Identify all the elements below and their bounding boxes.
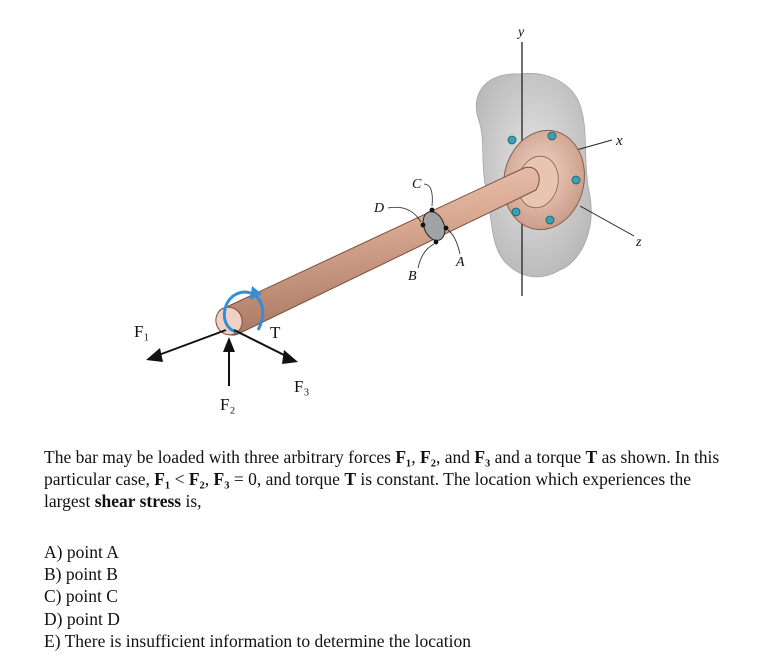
leader-d bbox=[387, 206, 422, 223]
choice-e[interactable]: E) There is insufficient information to … bbox=[44, 630, 472, 651]
leader-a bbox=[447, 229, 461, 255]
axis-label-x: x bbox=[615, 133, 623, 149]
point-marker-c bbox=[429, 207, 435, 213]
shaft-diagram: y x z C D B A T F₁ F₂ F₃ bbox=[134, 25, 642, 414]
point-label-c: C bbox=[412, 177, 422, 192]
force-f1-shaft bbox=[155, 329, 227, 357]
shear-stress-term: shear stress bbox=[94, 491, 182, 511]
force-f1-arrowhead bbox=[146, 348, 163, 362]
shaft-bar bbox=[216, 166, 540, 336]
bolt-icon bbox=[511, 207, 521, 217]
leader-c bbox=[423, 183, 433, 207]
bolt-icon bbox=[571, 175, 581, 185]
bolt-icon bbox=[545, 215, 555, 225]
answer-choices: A) point A B) point B C) point C D) poin… bbox=[44, 541, 471, 652]
torque-arrow bbox=[222, 290, 265, 334]
choice-a[interactable]: A) point A bbox=[44, 542, 119, 562]
torque-label: T bbox=[270, 323, 281, 342]
point-marker-d bbox=[420, 222, 426, 228]
force-label-f2: F₂ bbox=[220, 395, 235, 414]
force-label-f3: F₃ bbox=[294, 377, 309, 396]
point-marker-a bbox=[443, 225, 449, 231]
force-f2-arrowhead bbox=[223, 337, 235, 352]
section-element bbox=[422, 211, 446, 241]
force-f3-shaft bbox=[233, 329, 291, 359]
torque-arrowhead bbox=[250, 286, 262, 300]
axis-label-z: z bbox=[635, 235, 642, 250]
question-text: The bar may be loaded with three arbitra… bbox=[44, 447, 720, 511]
choice-d[interactable]: D) point D bbox=[44, 608, 120, 629]
force-label-f1: F₁ bbox=[134, 322, 149, 341]
point-label-a: A bbox=[455, 255, 465, 270]
point-label-b: B bbox=[408, 269, 417, 284]
point-label-d: D bbox=[373, 201, 384, 216]
z-axis bbox=[579, 205, 635, 237]
force-f3-arrowhead bbox=[282, 350, 298, 364]
choice-c[interactable]: C) point C bbox=[44, 586, 118, 607]
bolt-icon bbox=[507, 135, 517, 145]
bolt-icon bbox=[547, 131, 557, 141]
point-marker-b bbox=[433, 239, 439, 245]
leader-b bbox=[417, 243, 435, 269]
axis-label-y: y bbox=[516, 25, 525, 40]
choice-b[interactable]: B) point B bbox=[44, 564, 118, 585]
